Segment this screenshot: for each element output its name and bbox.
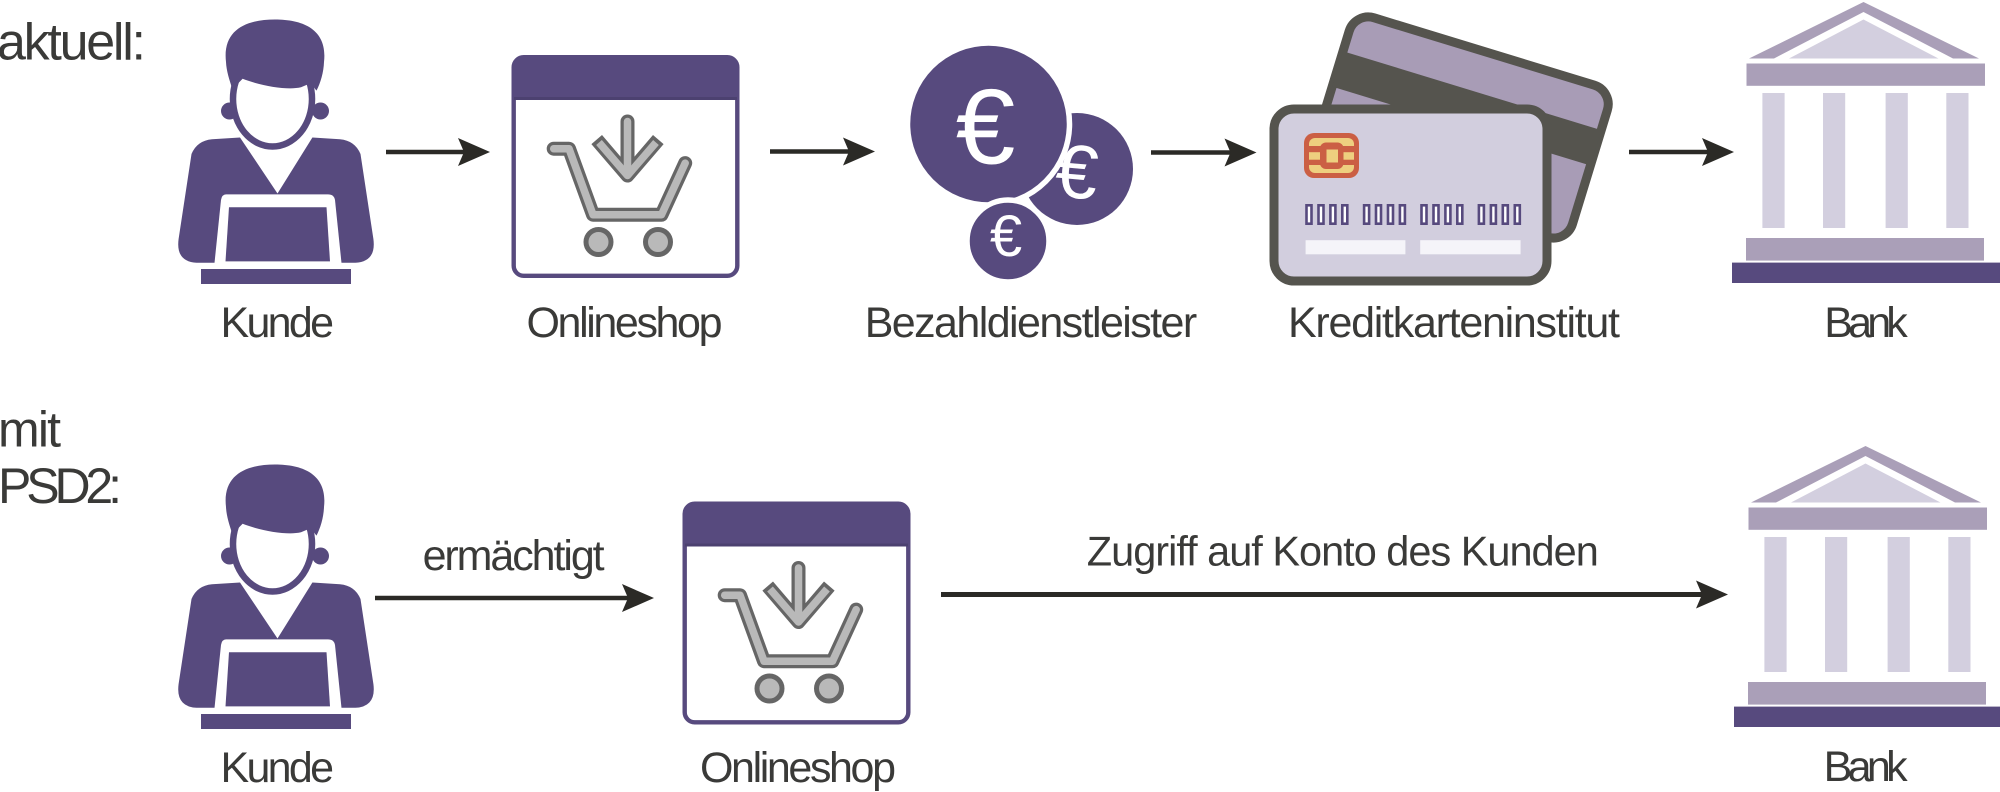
- svg-text:Onlineshop: Onlineshop: [700, 744, 896, 792]
- svg-text:aktuell:: aktuell:: [0, 14, 146, 72]
- svg-text:€: €: [990, 204, 1022, 269]
- svg-text:Zugriff auf Konto des Kunden: Zugriff auf Konto des Kunden: [1087, 528, 1599, 575]
- svg-text:Kunde: Kunde: [221, 744, 335, 792]
- svg-text:Bank: Bank: [1824, 743, 1909, 791]
- svg-text:Kreditkarteninstitut: Kreditkarteninstitut: [1288, 299, 1620, 347]
- svg-text:€: €: [1052, 128, 1102, 216]
- svg-text:ermächtigt: ermächtigt: [423, 532, 605, 580]
- svg-text:Onlineshop: Onlineshop: [527, 299, 723, 347]
- svg-text:mit: mit: [0, 402, 61, 458]
- svg-text:PSD2:: PSD2:: [0, 458, 122, 514]
- svg-text:Kunde: Kunde: [221, 299, 335, 347]
- svg-text:Bezahldienstleister: Bezahldienstleister: [865, 299, 1197, 347]
- svg-text:Bank: Bank: [1824, 299, 1908, 347]
- svg-text:€: €: [956, 67, 1016, 187]
